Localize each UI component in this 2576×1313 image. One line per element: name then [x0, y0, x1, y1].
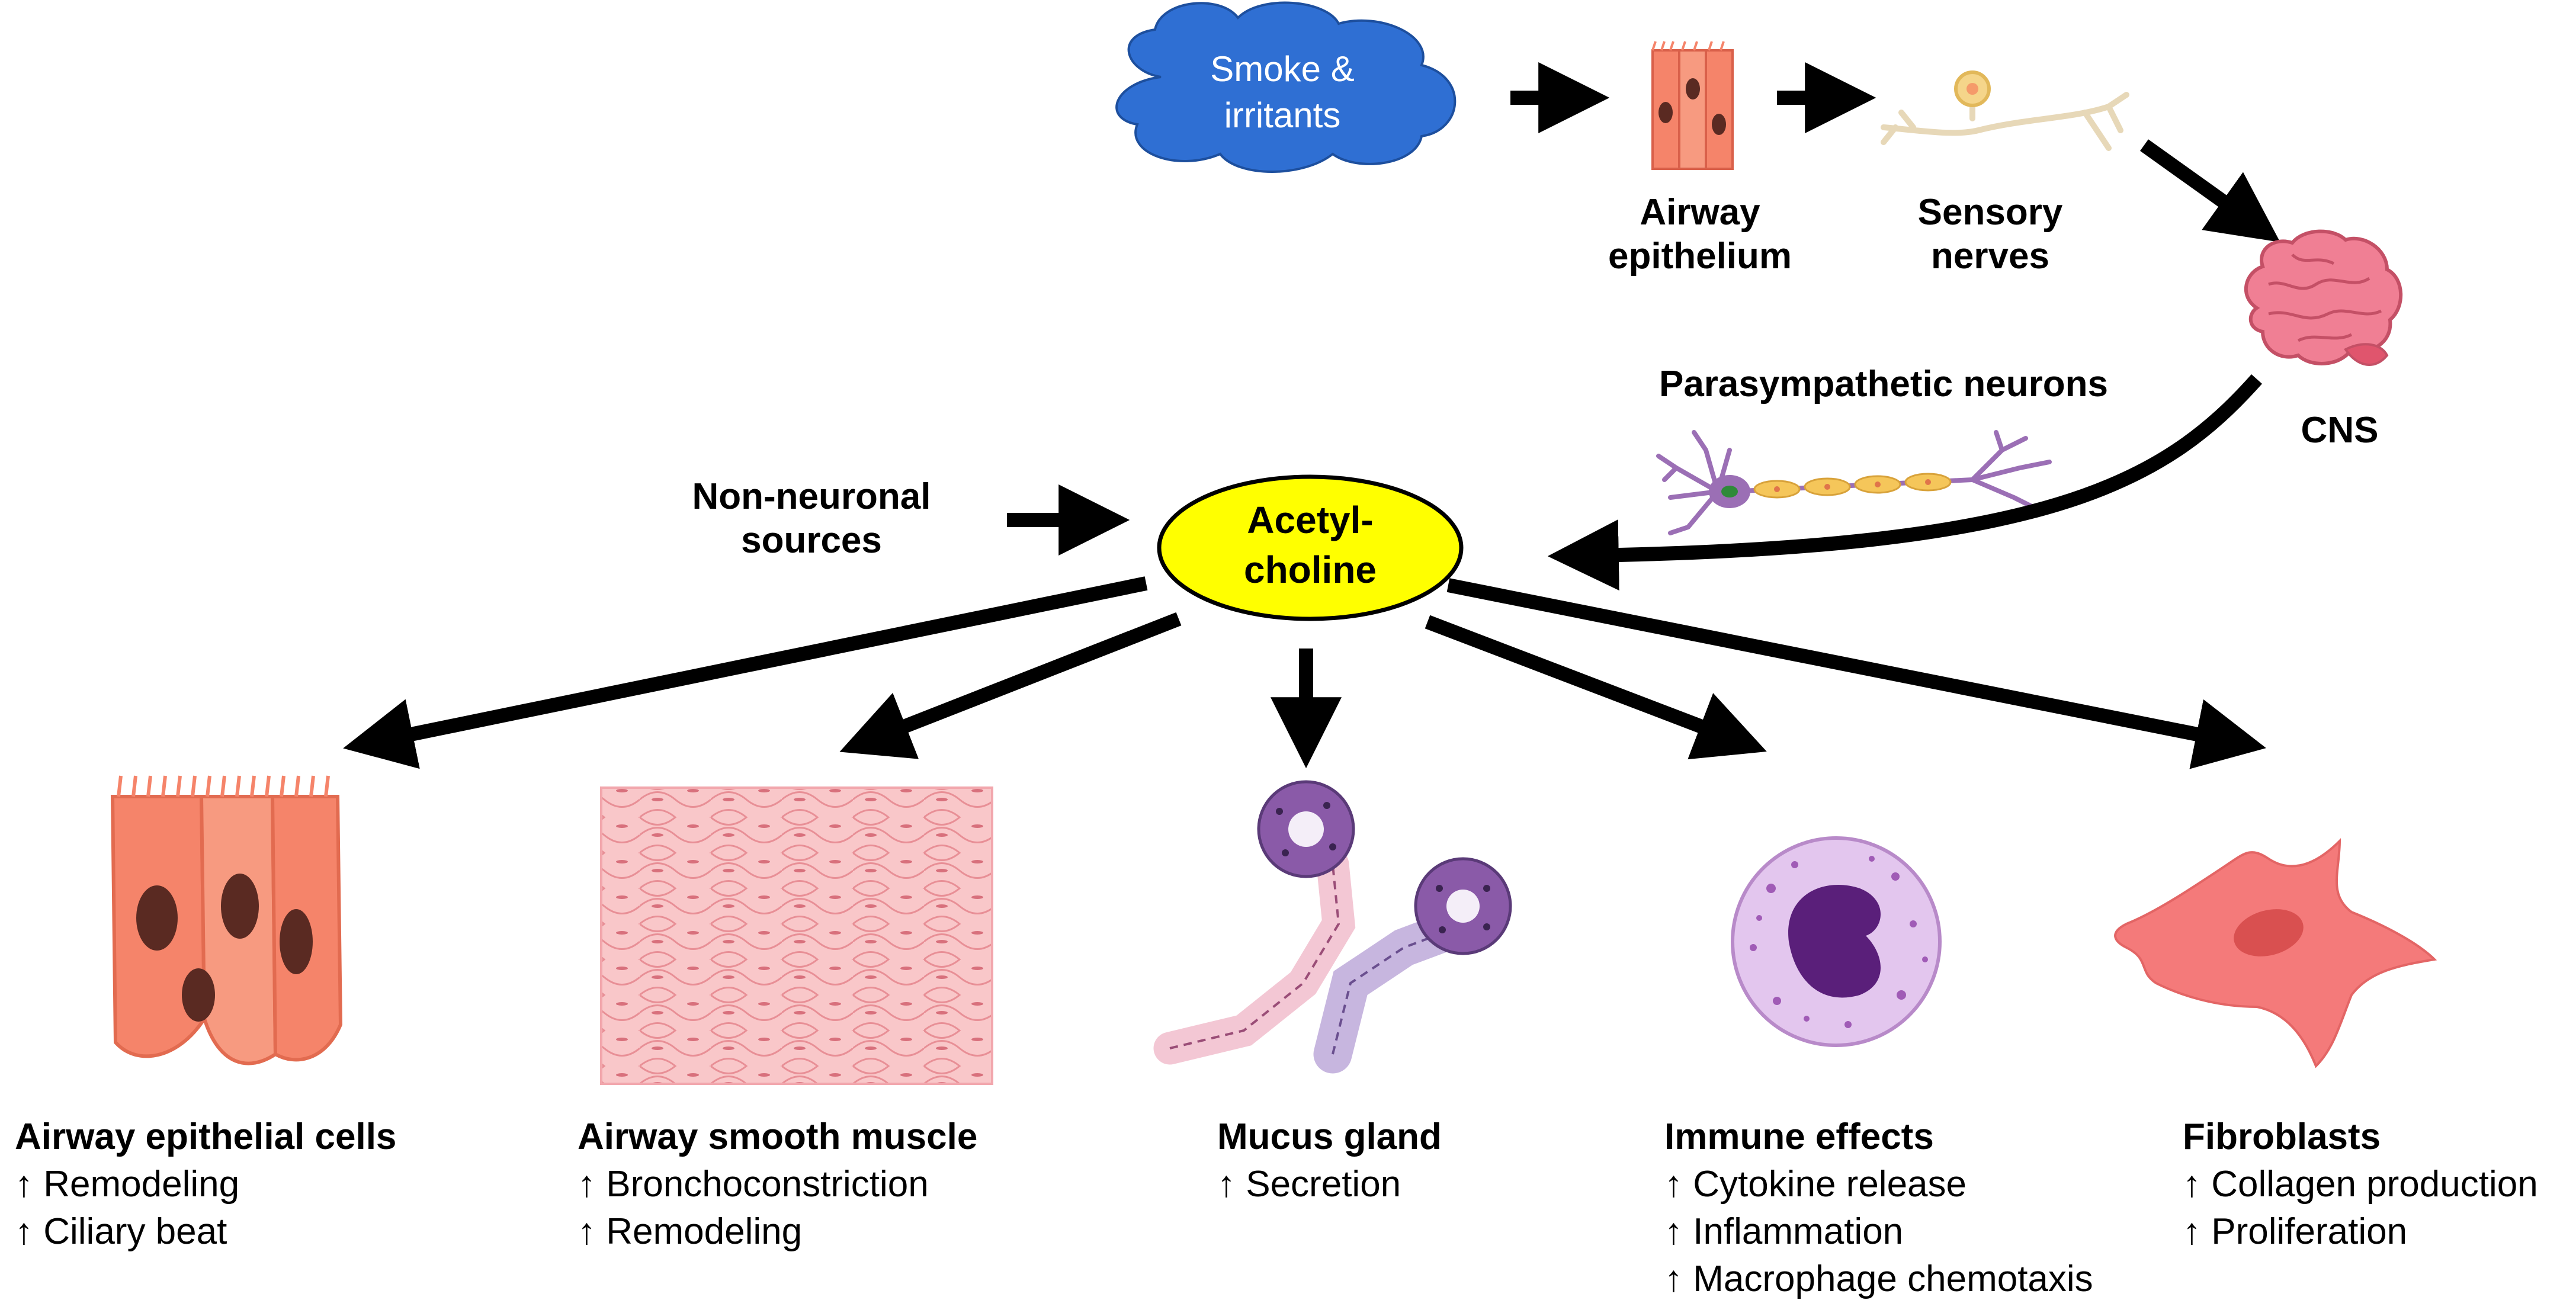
sensory-nerves-line-1: Sensory — [1917, 192, 2063, 233]
smoke-cloud-icon — [1115, 1, 1457, 173]
target-effect-item: ↑ Macrophage chemotaxis — [1664, 1259, 2093, 1299]
non-neuronal-line-2: sources — [741, 520, 882, 561]
acetylcholine-line-1: Acetyl- — [1247, 499, 1374, 541]
acetylcholine-label: Acetyl- choline — [1162, 495, 1458, 595]
airway-epithelial-cells-icon — [110, 775, 343, 1065]
brain-icon — [2244, 229, 2403, 366]
airway-epithelium-line-1: Airway — [1640, 192, 1760, 233]
target-immune-effects: Immune effects ↑ Cytokine release ↑ Infl… — [1664, 1113, 2093, 1303]
target-effect-item: ↑ Ciliary beat — [15, 1211, 227, 1252]
arrow-cns-to-acetylcholine — [1547, 374, 2262, 591]
arrow-to-fibroblasts — [1446, 578, 2266, 769]
target-effect-item: ↑ Cytokine release — [1664, 1164, 1967, 1205]
airway-epithelium-label: Airway epithelium — [1576, 191, 1824, 278]
airway-epithelium-icon — [1651, 41, 1734, 170]
target-effect-item: ↑ Remodeling — [578, 1211, 803, 1252]
target-title: Fibroblasts — [2183, 1116, 2381, 1157]
target-mucus-gland: Mucus gland ↑ Secretion — [1217, 1113, 1442, 1208]
parasympathetic-neurons-label: Parasympathetic neurons — [1611, 362, 2156, 406]
target-airway-smooth-muscle: Airway smooth muscle ↑ Bronchoconstricti… — [578, 1113, 977, 1256]
sensory-nerve-icon — [1881, 70, 2129, 151]
target-title: Mucus gland — [1217, 1116, 1442, 1157]
acetylcholine-line-2: choline — [1243, 548, 1377, 591]
target-effect-item: ↑ Proliferation — [2183, 1211, 2408, 1252]
smoke-irritants-label: Smoke & irritants — [1164, 46, 1401, 139]
airway-smooth-muscle-icon — [600, 786, 993, 1085]
arrow-sensory-to-cns — [2140, 139, 2280, 243]
target-effect-item: ↑ Bronchoconstriction — [578, 1164, 929, 1205]
mucus-gland-icon — [1153, 780, 1512, 1074]
parasympathetic-neurons-text: Parasympathetic neurons — [1658, 364, 2109, 405]
sensory-nerves-label: Sensory nerves — [1872, 191, 2109, 278]
target-title: Airway epithelial cells — [15, 1116, 397, 1157]
target-airway-epithelial-cells: Airway epithelial cells ↑ Remodeling ↑ C… — [15, 1113, 396, 1256]
target-fibroblasts: Fibroblasts ↑ Collagen production ↑ Prol… — [2183, 1113, 2538, 1256]
target-effect-item: ↑ Inflammation — [1664, 1211, 1904, 1252]
target-effect-item: ↑ Secretion — [1217, 1164, 1401, 1205]
airway-epithelium-line-2: epithelium — [1608, 236, 1792, 277]
immune-cell-icon — [1731, 836, 1942, 1047]
cns-label: CNS — [2280, 409, 2399, 452]
non-neuronal-sources-label: Non-neuronal sources — [652, 475, 971, 563]
non-neuronal-line-1: Non-neuronal — [692, 476, 931, 517]
parasympathetic-neuron-icon — [1656, 430, 2052, 535]
target-title: Airway smooth muscle — [578, 1116, 978, 1157]
target-effect-item: ↑ Remodeling — [15, 1164, 240, 1205]
sensory-nerves-line-2: nerves — [1931, 236, 2049, 277]
acetylcholine-node — [1157, 474, 1464, 621]
target-title: Immune effects — [1664, 1116, 1934, 1157]
cns-text: CNS — [2301, 410, 2379, 451]
arrow-to-epithelial-cells — [343, 576, 1148, 769]
target-effect-item: ↑ Collagen production — [2183, 1164, 2538, 1205]
arrow-to-immune — [1425, 615, 1767, 760]
smoke-irritants-line-1: Smoke & — [1210, 49, 1355, 89]
smoke-irritants-line-2: irritants — [1224, 95, 1341, 135]
arrow-to-smooth-muscle — [839, 612, 1182, 759]
